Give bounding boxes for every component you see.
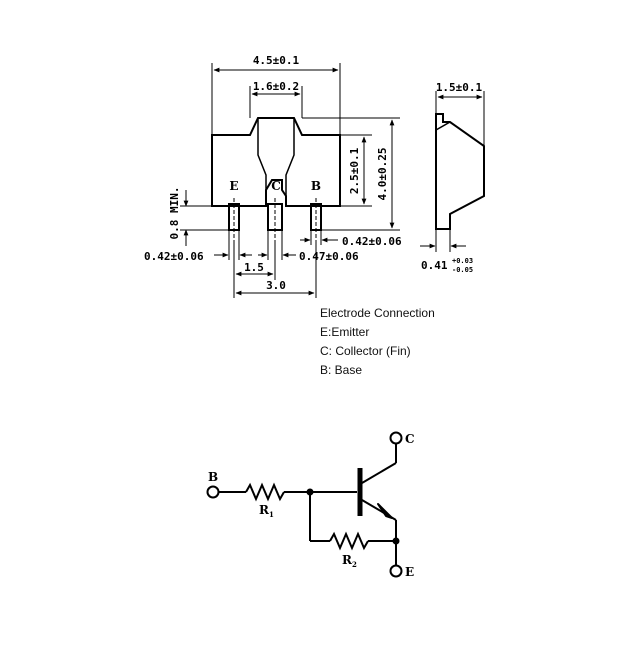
dim-side-tol-minus: -0.05 <box>452 266 473 274</box>
dim-pitch-total: 3.0 <box>266 279 286 292</box>
dim-pitch: 1.5 <box>244 261 264 274</box>
side-dimension-lines <box>420 91 485 252</box>
collector-terminal <box>389 431 403 445</box>
dim-lead-right-width: 0.42±0.06 <box>342 235 402 248</box>
schematic-label-r1: R1 <box>259 503 274 519</box>
dim-lead-center-width: 0.47±0.06 <box>299 250 359 263</box>
package-top-view <box>211 117 341 240</box>
transistor-schematic <box>206 431 403 578</box>
dimension-lines <box>180 63 400 298</box>
emitter-arrow-icon <box>377 503 393 519</box>
emitter-terminal <box>389 564 403 578</box>
pin-label-collector: C <box>271 179 281 193</box>
dim-lead-min: 0.8 MIN. <box>168 187 181 240</box>
dim-side-width: 1.5±0.1 <box>436 81 483 94</box>
dim-side-tol-plus: +0.03 <box>452 257 473 265</box>
resistor-r1 <box>245 482 285 502</box>
schematic-label-r2: R2 <box>342 553 357 569</box>
dim-lead-left-width: 0.42±0.06 <box>144 250 204 263</box>
base-terminal <box>206 485 220 499</box>
collector-fin-outline <box>257 118 295 206</box>
side-view-outline <box>435 113 485 230</box>
schematic-label-collector: C <box>405 432 415 446</box>
dim-tab-width: 1.6±0.2 <box>253 80 299 93</box>
package-side-view <box>435 113 485 230</box>
legend-item-emitter: E:Emitter <box>320 325 370 339</box>
resistor-r2 <box>329 531 369 551</box>
dim-side-thickness: 0.41 <box>421 259 448 272</box>
electrode-connection-legend: Electrode Connection E:Emitter C: Collec… <box>320 304 435 380</box>
schematic-label-base: B <box>208 470 218 484</box>
schematic-label-emitter: E <box>405 565 414 579</box>
lead-centerlines <box>233 198 317 240</box>
dim-height-b: 4.0±0.25 <box>376 148 389 201</box>
pin-label-base: B <box>311 179 321 193</box>
dim-total-width: 4.5±0.1 <box>253 54 300 67</box>
pin-label-emitter: E <box>229 179 238 193</box>
legend-item-base: B: Base <box>320 363 363 377</box>
legend-item-collector: C: Collector (Fin) <box>320 344 411 358</box>
legend-title: Electrode Connection <box>320 306 435 320</box>
dim-height-a: 2.5±0.1 <box>348 147 361 194</box>
